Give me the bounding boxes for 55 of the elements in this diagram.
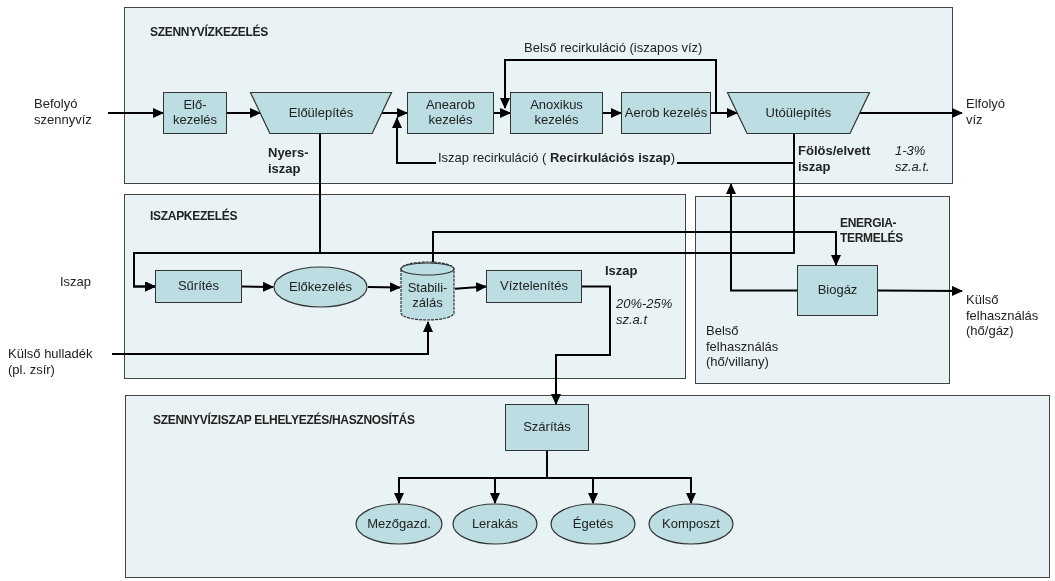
section-panel	[695, 196, 950, 384]
flow-label: Külső felhasználás (hő/gáz)	[966, 292, 1052, 350]
flow-arrow	[241, 281, 274, 292]
flow-arrow	[111, 321, 433, 355]
annotation: 20%-25% sz.a.t	[616, 296, 674, 328]
flow-arrow	[877, 285, 963, 296]
flow-label: Befolyó szennyvíz	[34, 96, 108, 130]
edge-label: Belső recirkuláció (iszapos víz)	[522, 40, 705, 56]
flow-label: Külső hulladék (pl. zsír)	[8, 346, 112, 384]
node-label: Stabili- zálás	[406, 281, 449, 311]
section-panel	[124, 7, 953, 184]
edge-label: Iszap recirkuláció ( Recirkulációs iszap)	[436, 150, 677, 166]
process-box: Biogáz	[797, 265, 878, 316]
flow-arrow	[602, 108, 622, 118]
flow-arrow	[500, 59, 717, 114]
flow-arrow	[859, 108, 963, 118]
node-label: Utóülepítés	[765, 105, 832, 121]
annotation: Iszap	[605, 263, 639, 279]
flow-arrow	[107, 108, 164, 118]
flow-label: Elfolyó víz	[966, 96, 1018, 130]
flow-arrow	[546, 450, 696, 504]
node-label: Előkezelés	[289, 279, 352, 295]
flow-arrow	[454, 282, 487, 293]
flow-arrow	[432, 231, 841, 266]
flow-arrow	[551, 285, 611, 405]
process-box: Anearob kezelés	[407, 92, 494, 134]
panel-note: Belső felhasználás (hő/villany)	[706, 323, 780, 370]
annotation: Fölös/elvett iszap	[798, 143, 872, 175]
flow-arrow	[381, 108, 408, 118]
node-label: Előülepítés	[288, 105, 354, 121]
flow-arrow	[133, 133, 321, 292]
flow-arrow	[367, 282, 401, 293]
process-box: Sűrítés	[155, 270, 242, 303]
section-heading: SZENNYVÍZKEZELÉS	[150, 25, 269, 40]
flow-arrow	[726, 183, 798, 292]
flow-arrow	[710, 108, 738, 118]
node-label: Égetés	[572, 516, 614, 532]
section-heading: ISZAPKEZELÉS	[150, 209, 239, 224]
section-panel	[125, 395, 1050, 578]
node-label: Komposzt	[662, 516, 720, 532]
side-label: Iszap	[60, 274, 93, 290]
section-heading: SZENNYVÍZISZAP ELHELYEZÉS/HASZNOSÍTÁS	[153, 413, 416, 428]
node-label: Lerakás	[471, 516, 519, 532]
annotation: 1-3% sz.a.t.	[895, 143, 931, 175]
process-box: Aerob kezelés	[621, 92, 711, 134]
node-label: Mezőgazd.	[367, 516, 431, 532]
section-panel	[124, 194, 686, 379]
annotation: Nyers- iszap	[268, 145, 310, 177]
process-box: Elő- kezelés	[163, 92, 227, 134]
flow-arrow	[226, 108, 261, 118]
section-heading: ENERGIA- TERMELÉS	[840, 216, 904, 246]
process-box: Szárítás	[505, 404, 589, 451]
process-box: Víztelenítés	[486, 270, 582, 303]
flow-arrow	[493, 108, 511, 118]
process-box: Anoxikus kezelés	[510, 92, 603, 134]
